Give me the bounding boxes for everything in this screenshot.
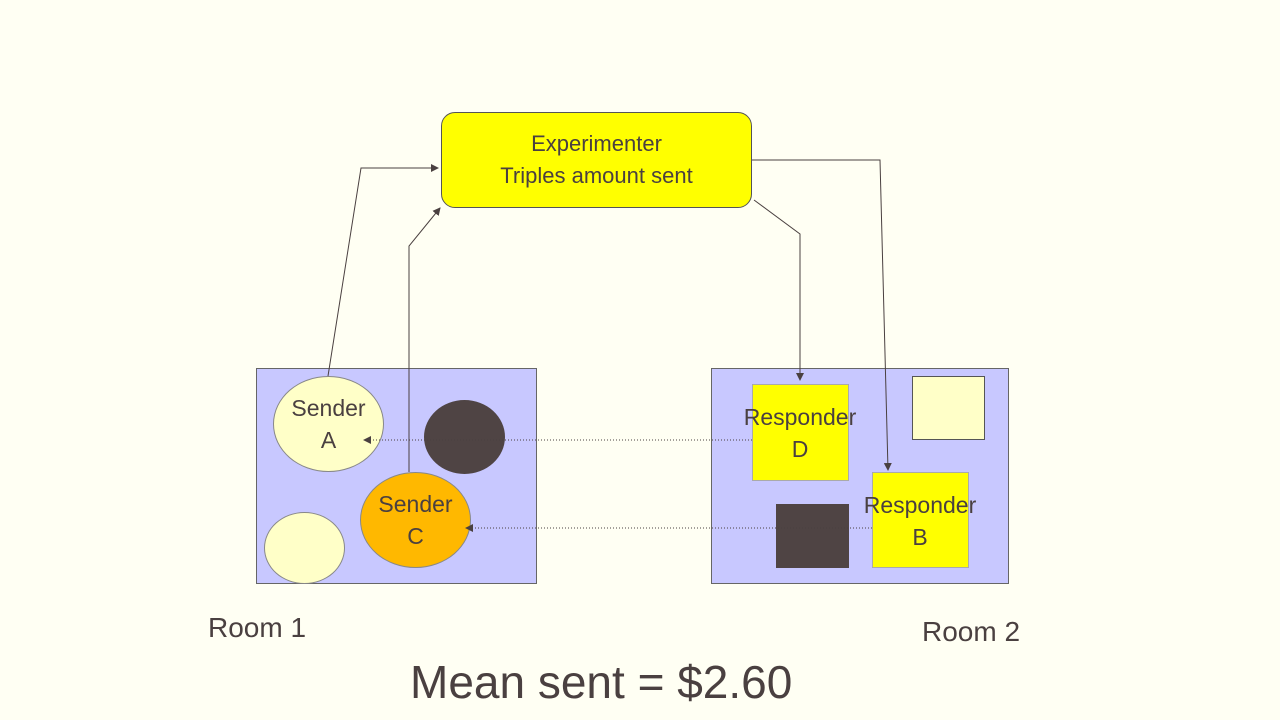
responder-b-label: Responder B (850, 488, 990, 554)
dark-sender-token (424, 400, 505, 474)
responder-d-label-line2: D (791, 436, 809, 462)
pale-responder-token (912, 376, 985, 440)
responder-d-label-line1: Responder (743, 404, 857, 430)
experimenter-box: Experimenter Triples amount sent (441, 112, 752, 208)
mean-sent-text: Mean sent = $2.60 (410, 656, 793, 708)
arrow-experimenter-to-responder-d (753, 199, 804, 381)
sender-c-label-line1: Sender (378, 491, 453, 517)
sender-c-node: Sender C (360, 472, 471, 568)
experimenter-subtitle: Triples amount sent (500, 163, 693, 188)
responder-b-box (872, 472, 969, 568)
responder-b-label-line1: Responder (863, 492, 977, 518)
arrow-sender-a-to-experimenter (327, 164, 439, 377)
pale-sender-token (264, 512, 345, 584)
sender-a-label-line2: A (320, 427, 337, 453)
sender-c-label-line2: C (407, 523, 424, 549)
sender-a-node: Sender A (273, 376, 384, 472)
experimenter-title: Experimenter (531, 131, 662, 156)
sender-a-label-line1: Sender (291, 395, 366, 421)
dark-responder-token (776, 504, 849, 568)
responder-b-label-line2: B (912, 524, 928, 550)
room-2-label: Room 2 (922, 616, 1021, 647)
room-1-label: Room 1 (208, 612, 307, 643)
responder-d-label: Responder D (730, 400, 870, 466)
